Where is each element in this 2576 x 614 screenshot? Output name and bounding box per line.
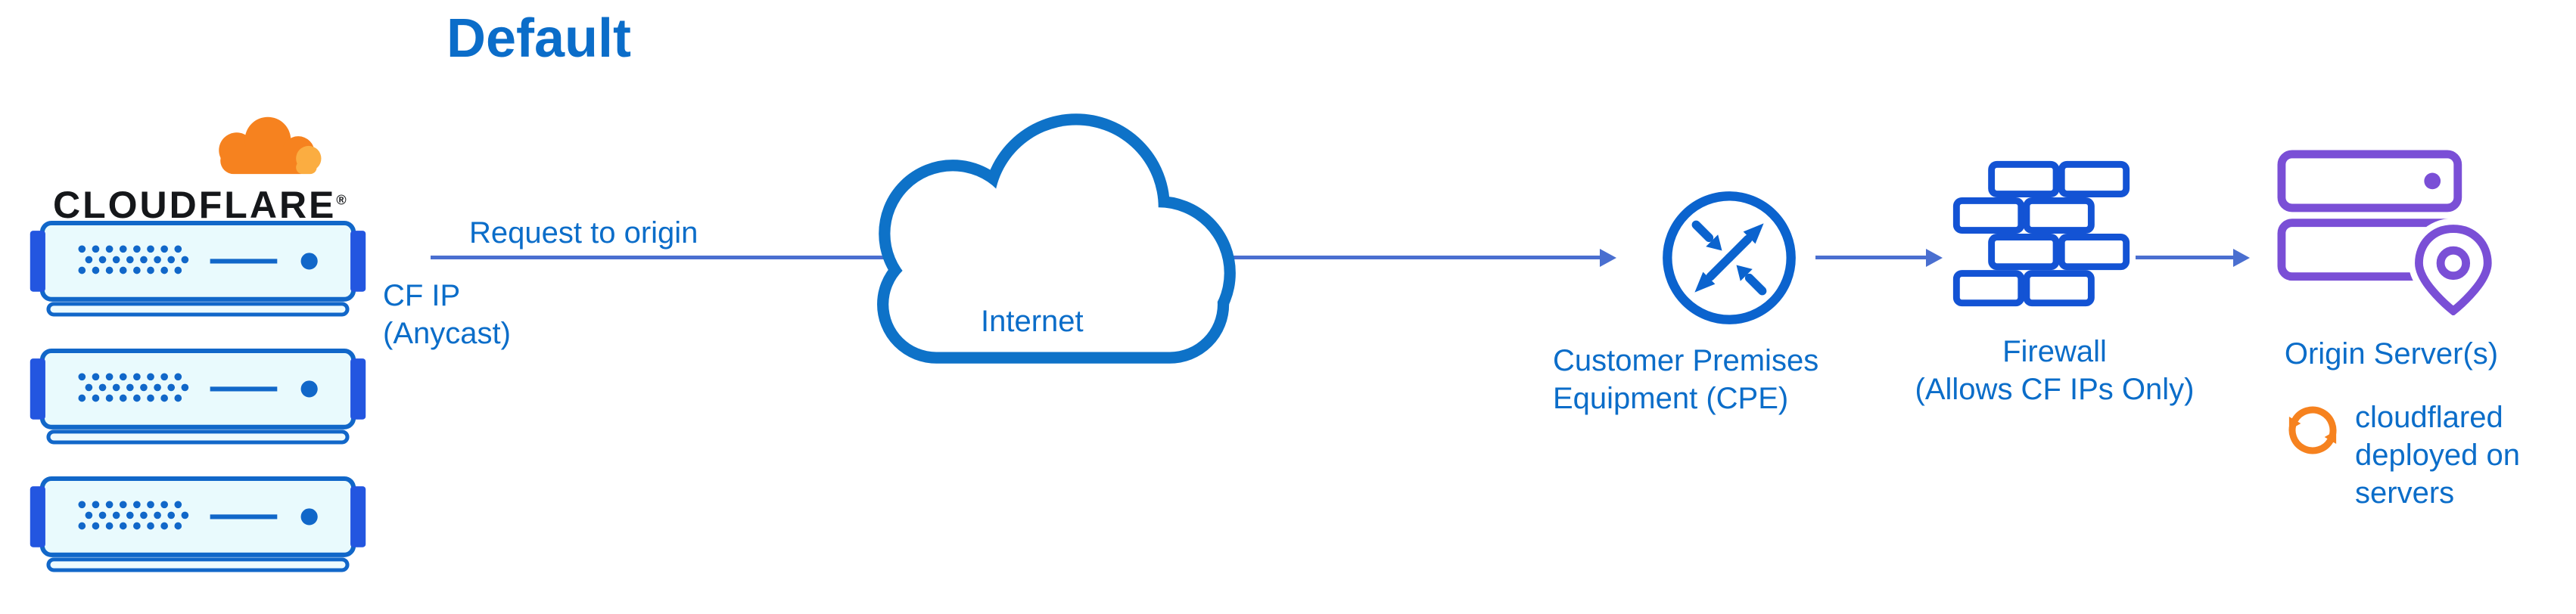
edge-server-icon bbox=[30, 476, 366, 573]
edge-server-icon bbox=[30, 348, 366, 445]
internet-cloud-icon bbox=[877, 113, 1236, 364]
cpe-label: Customer Premises Equipment (CPE) bbox=[1553, 342, 1818, 417]
registered-trademark: ® bbox=[336, 192, 349, 208]
origin-server-label: Origin Server(s) bbox=[2284, 337, 2499, 371]
location-pin-icon bbox=[2408, 218, 2499, 315]
internet-label: Internet bbox=[981, 305, 1084, 338]
diagram-title: Default bbox=[446, 8, 632, 69]
cpe-label-line1: Customer Premises bbox=[1553, 344, 1819, 377]
edge-server-icon bbox=[30, 220, 366, 318]
cpe-router-icon bbox=[1663, 191, 1796, 324]
request-to-origin-label: Request to origin bbox=[469, 216, 698, 250]
cloudflared-sync-icon bbox=[2288, 406, 2337, 454]
firewall-label-line2: (Allows CF IPs Only) bbox=[1915, 373, 2195, 406]
cloudflare-wordmark: CLOUDFLARE® bbox=[53, 183, 349, 227]
cf-ip-line2: (Anycast) bbox=[383, 317, 511, 350]
cloudflared-note: cloudflared deployed on servers bbox=[2355, 401, 2520, 510]
firewall-icon bbox=[1952, 160, 2130, 307]
cf-ip-line1: CF IP bbox=[383, 279, 461, 312]
origin-server-icon bbox=[2277, 150, 2499, 315]
cloudflare-logo-icon bbox=[219, 116, 322, 175]
cloudflare-wordmark-text: CLOUDFLARE bbox=[53, 184, 337, 226]
cf-ip-anycast-label: CF IP (Anycast) bbox=[383, 277, 511, 352]
cpe-to-firewall-arrow bbox=[1815, 256, 1927, 259]
firewall-label: Firewall (Allows CF IPs Only) bbox=[1884, 333, 2225, 408]
firewall-label-line1: Firewall bbox=[2002, 335, 2107, 368]
cpe-label-line2: Equipment (CPE) bbox=[1553, 382, 1789, 415]
firewall-to-origin-arrow bbox=[2136, 256, 2234, 259]
